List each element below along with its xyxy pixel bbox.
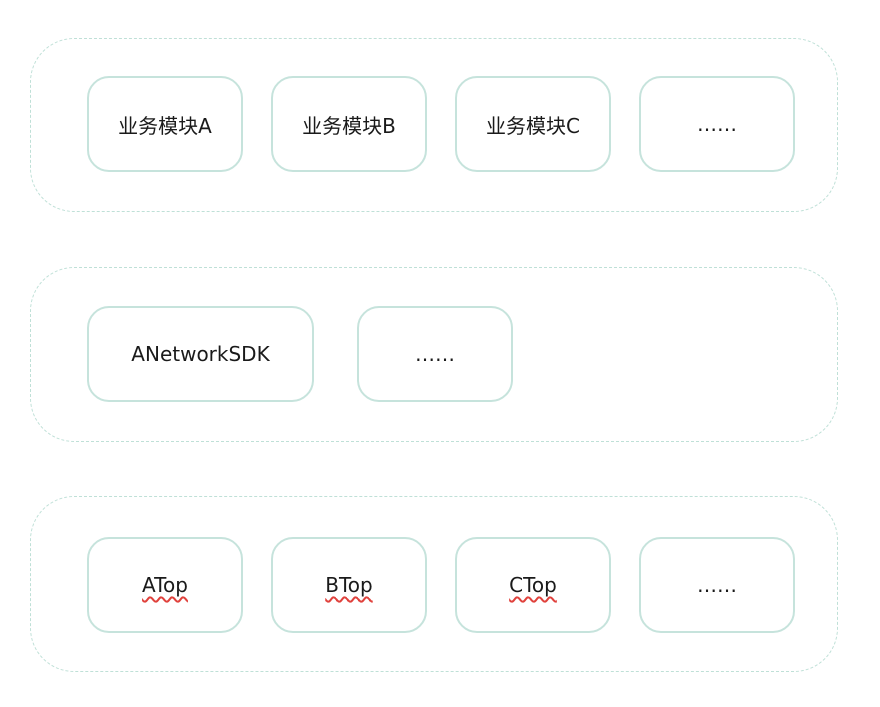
atop-box: ATop	[87, 537, 243, 633]
business-module-a-label: 业务模块A	[118, 113, 212, 138]
btop-label: BTop	[325, 573, 373, 597]
btop-box: BTop	[271, 537, 427, 633]
business-module-b-label: 业务模块B	[302, 113, 396, 138]
network-more-box: ……	[357, 306, 513, 402]
platform-more-box: ……	[639, 537, 795, 633]
business-module-c-label: 业务模块C	[486, 113, 580, 138]
ctop-box: CTop	[455, 537, 611, 633]
anetworksdk-box: ANetworkSDK	[87, 306, 314, 402]
network-more-label: ……	[415, 342, 455, 366]
business-module-a-box: 业务模块A	[87, 76, 243, 172]
business-layer	[30, 38, 838, 212]
business-module-b-box: 业务模块B	[271, 76, 427, 172]
platform-layer	[30, 496, 838, 672]
business-module-more-box: ……	[639, 76, 795, 172]
network-layer	[30, 267, 838, 442]
business-module-more-label: ……	[697, 112, 737, 136]
atop-label: ATop	[142, 573, 188, 597]
ctop-label: CTop	[509, 573, 557, 597]
business-module-c-box: 业务模块C	[455, 76, 611, 172]
anetworksdk-label: ANetworkSDK	[131, 342, 270, 366]
platform-more-label: ……	[697, 573, 737, 597]
